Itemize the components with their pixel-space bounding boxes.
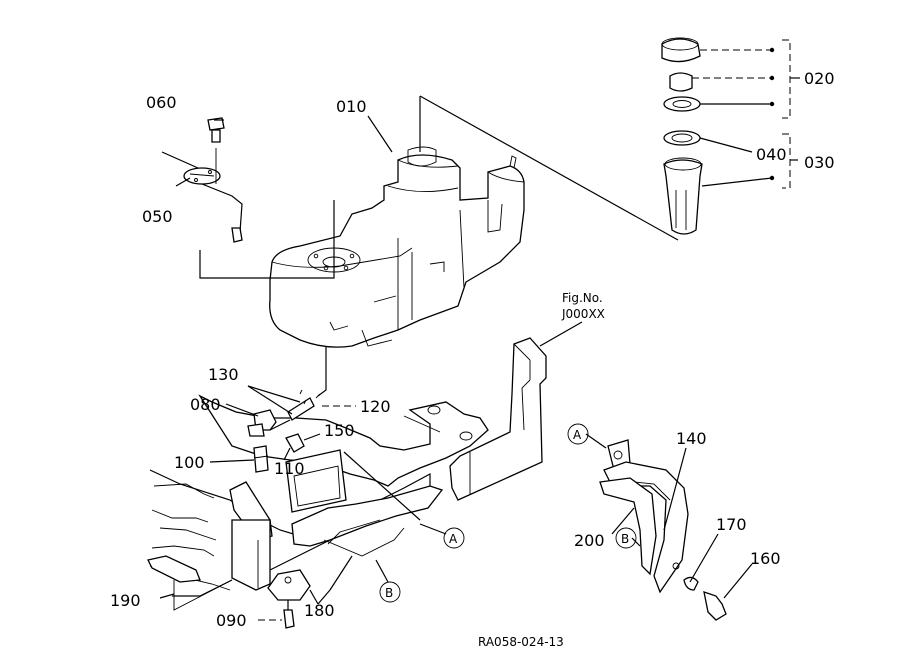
marker-b-right: B [621,532,629,546]
frame-left-detail [147,483,233,611]
marker-b-frame: B [385,586,393,600]
tank-support-frame [149,337,547,601]
fuel-cock-valve [247,409,291,437]
label-170: 170 [716,515,747,534]
label-050: 050 [142,207,173,226]
label-120: 120 [360,397,391,416]
fuel-tank [269,146,525,348]
label-180: 180 [304,601,335,620]
label-080: 080 [190,395,221,414]
marker-b-circle-right [615,527,637,549]
label-190: 190 [110,591,141,610]
label-030: 030 [804,153,835,172]
label-160: 160 [750,549,781,568]
label-110: 110 [274,459,305,478]
label-130: 130 [208,365,239,384]
marker-a-circle-frame [443,527,465,549]
fig-ref-line2: J000XX [561,307,605,321]
label-140: 140 [676,429,707,448]
label-100: 100 [174,453,205,472]
label-200: 200 [574,531,605,550]
banjo-bolt-150 [285,433,305,453]
marker-a-right: A [573,428,582,442]
drain-bolt-090 [283,600,295,629]
label-010: 010 [336,97,367,116]
fitting-bolt-100 [253,445,269,473]
marker-a-frame: A [449,532,458,546]
gauge-bolt [207,117,225,143]
fuel-hose [287,389,321,421]
fig-ref-line1: Fig.No. [562,291,603,305]
label-040: 040 [756,145,787,164]
label-150: 150 [324,421,355,440]
drawing-code: RA058-024-13 [478,635,564,649]
fuel-gauge-unit [161,148,243,243]
fuel-cap-assembly [661,37,703,235]
heat-shield-cover [599,439,727,621]
marker-b-circle-frame [379,581,401,603]
label-020: 020 [804,69,835,88]
marker-a-circle-right [567,423,589,445]
label-090: 090 [216,611,247,630]
label-060: 060 [146,93,177,112]
